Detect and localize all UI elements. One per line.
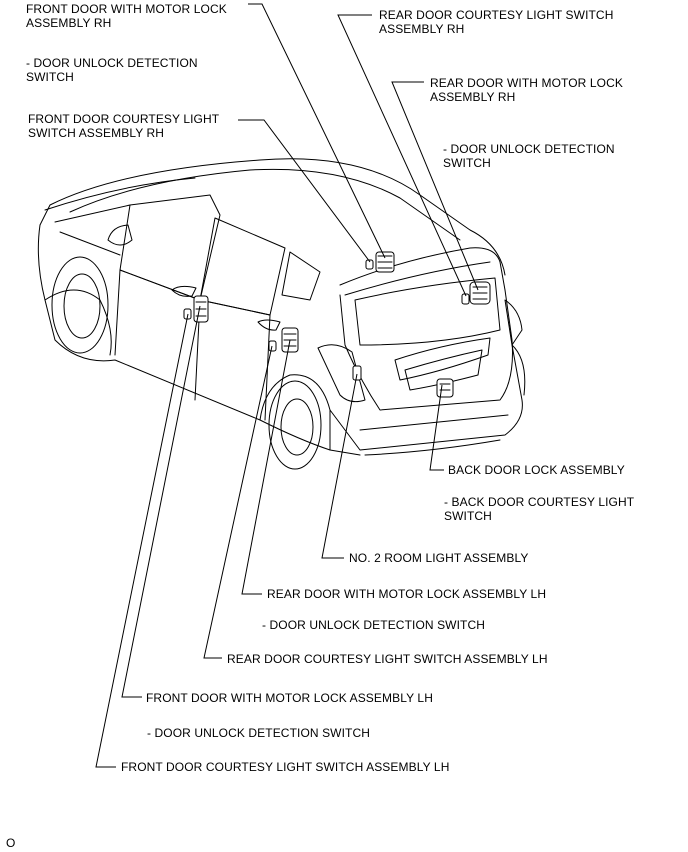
label-back-door-courtesy: - BACK DOOR COURTESY LIGHT SWITCH bbox=[444, 495, 635, 523]
label-room-light: NO. 2 ROOM LIGHT ASSEMBLY bbox=[349, 551, 529, 565]
leader-lines bbox=[95, 3, 479, 768]
leader-front-door-courtesy-lh bbox=[95, 313, 189, 768]
leader-rear-door-motor-lock-rh bbox=[391, 81, 479, 291]
label-rear-door-motor-lock-rh-sub: - DOOR UNLOCK DETECTION SWITCH bbox=[443, 142, 615, 170]
leader-room-light bbox=[321, 373, 358, 559]
vehicle-outline bbox=[37, 158, 526, 470]
label-rear-door-courtesy-rh: REAR DOOR COURTESY LIGHT SWITCH ASSEMBLY… bbox=[379, 8, 614, 36]
leader-front-door-motor-lock-lh bbox=[121, 305, 201, 698]
leader-front-door-courtesy-rh bbox=[238, 119, 371, 263]
room-light-part bbox=[352, 365, 362, 381]
label-front-door-motor-lock-lh: FRONT DOOR WITH MOTOR LOCK ASSEMBLY LH bbox=[146, 691, 433, 705]
leader-front-door-motor-lock-rh bbox=[248, 3, 386, 259]
front-door-courtesy-rh-part bbox=[365, 259, 374, 270]
front-door-lock-rh-part bbox=[375, 251, 395, 273]
leader-back-door-lock bbox=[429, 384, 444, 471]
rear-door-courtesy-lh-part bbox=[268, 340, 277, 352]
back-door-lock-part bbox=[436, 378, 454, 398]
label-front-door-motor-lock-rh-sub: - DOOR UNLOCK DETECTION SWITCH bbox=[26, 56, 198, 84]
label-rear-door-courtesy-lh: REAR DOOR COURTESY LIGHT SWITCH ASSEMBLY… bbox=[227, 652, 548, 666]
label-rear-door-motor-lock-lh-sub: - DOOR UNLOCK DETECTION SWITCH bbox=[262, 618, 486, 632]
label-front-door-motor-lock-rh: FRONT DOOR WITH MOTOR LOCK ASSEMBLY RH bbox=[26, 2, 227, 30]
front-door-lock-lh-part bbox=[193, 295, 209, 323]
leader-rear-door-courtesy-rh bbox=[337, 14, 467, 297]
label-rear-door-motor-lock-lh: REAR DOOR WITH MOTOR LOCK ASSEMBLY LH bbox=[267, 587, 547, 601]
label-back-door-lock: BACK DOOR LOCK ASSEMBLY bbox=[448, 463, 625, 477]
leader-rear-door-courtesy-lh bbox=[203, 345, 273, 659]
label-front-door-motor-lock-lh-sub: - DOOR UNLOCK DETECTION SWITCH bbox=[147, 726, 371, 740]
label-front-door-courtesy-rh: FRONT DOOR COURTESY LIGHT SWITCH ASSEMBL… bbox=[28, 112, 220, 140]
label-front-door-courtesy-lh: FRONT DOOR COURTESY LIGHT SWITCH ASSEMBL… bbox=[121, 760, 450, 774]
label-rear-door-motor-lock-rh: REAR DOOR WITH MOTOR LOCK ASSEMBLY RH bbox=[430, 76, 623, 104]
rear-door-lock-rh-part bbox=[469, 281, 491, 305]
figure-code: O bbox=[6, 836, 16, 850]
leader-rear-door-motor-lock-lh bbox=[241, 339, 291, 595]
